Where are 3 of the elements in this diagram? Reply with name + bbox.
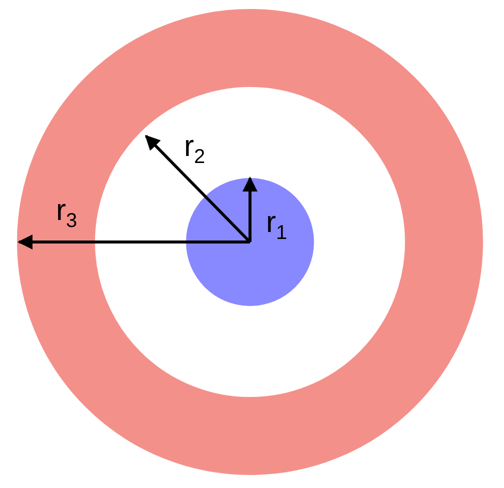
radius-label: r$_{2}$ xyxy=(184,132,206,167)
radius-label: r$_{3}$ xyxy=(56,196,78,231)
radius-label: r$_{1}$ xyxy=(266,208,288,243)
